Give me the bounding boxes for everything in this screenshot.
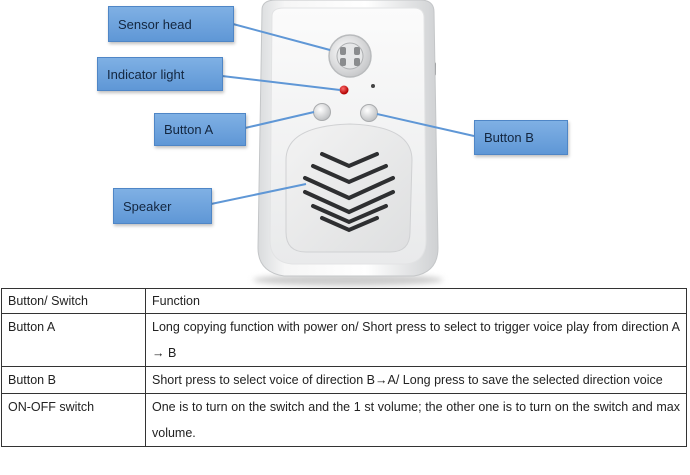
table-header-cell: Function [145,288,687,314]
table-row: Button B Short press to select voice of … [1,366,687,394]
indicator-light-icon [339,85,349,95]
table-header-row: Button/ Switch Function [1,288,687,314]
callout-sensor-head: Sensor head [108,6,234,42]
speaker-panel [285,123,413,253]
callout-label: Indicator light [107,66,185,82]
table-row: ON-OFF switch One is to turn on the swit… [1,393,687,447]
callout-indicator-light: Indicator light [97,57,223,91]
function-table: Button/ Switch Function Button A Long co… [1,288,687,447]
table-cell-function: Short press to select voice of direction… [145,366,687,394]
callout-label: Speaker [123,198,172,214]
callout-connectors [210,23,475,205]
callout-label: Button A [164,122,214,137]
table-cell-function: One is to turn on the switch and the 1 s… [145,393,687,447]
device-shadow [253,274,443,286]
table-cell-function: Long copying function with power on/ Sho… [145,313,687,367]
table-header-cell: Button/ Switch [1,288,146,314]
callout-button-a: Button A [154,113,246,146]
table-cell-name: Button A [1,313,146,367]
speaker-grill-icon [303,152,395,233]
button-b-icon [360,104,378,122]
callout-label: Sensor head [118,16,192,32]
table-cell-name: Button B [1,366,146,394]
table-row: Button A Long copying function with powe… [1,313,687,367]
device-illustration [210,0,475,286]
button-a-icon [313,103,331,121]
device-figure: Sensor head Indicator light Button A But… [97,0,568,286]
callout-speaker: Speaker [113,188,212,224]
table-cell-name: ON-OFF switch [1,393,146,447]
callout-label: Button B [484,130,534,145]
callout-button-b: Button B [474,120,568,155]
